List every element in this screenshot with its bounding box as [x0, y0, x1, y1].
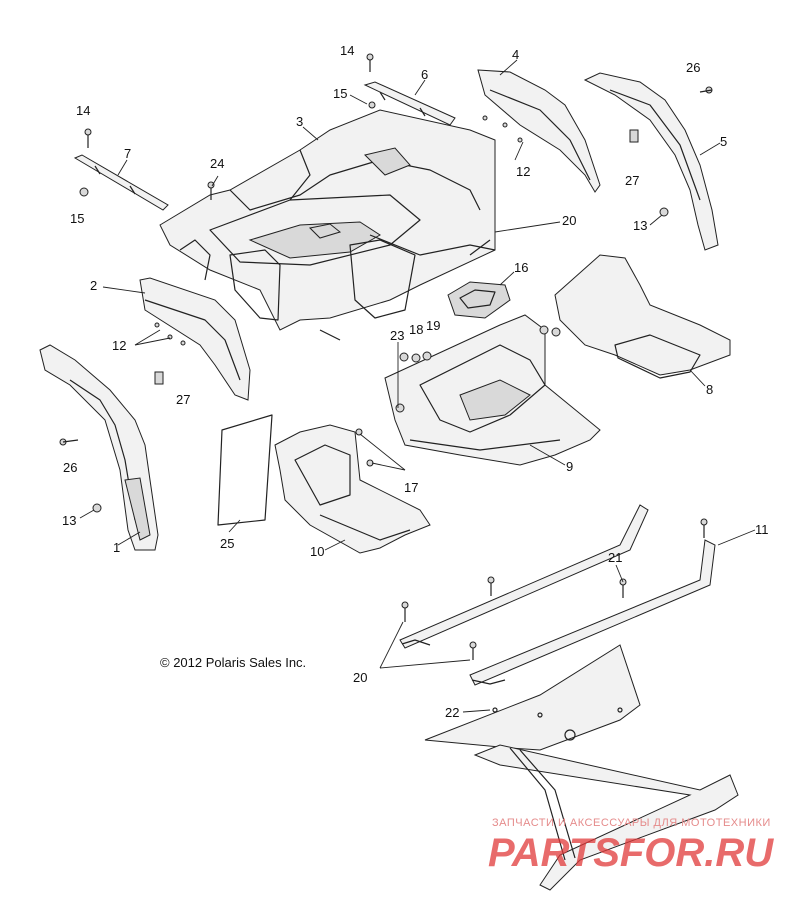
- callout-15-left: 15: [70, 211, 84, 226]
- part-2-left-side-panel: [139, 277, 251, 401]
- part-1-left-fender: [39, 344, 159, 551]
- part-25-pad: [217, 414, 273, 526]
- frame-support: [473, 744, 739, 891]
- callout-labels: 1 2 3 4 5 6 7 8 9 10 11 12 12 13 13 14 1…: [62, 43, 769, 720]
- callout-25: 25: [220, 536, 234, 551]
- callout-6: 6: [421, 67, 428, 82]
- part-9-floor-tray: [384, 314, 601, 466]
- part-10-left-under-panel: [274, 424, 431, 554]
- part-3-cargo-box: [159, 109, 496, 341]
- callout-18: 18: [409, 322, 423, 337]
- callout-10: 10: [310, 544, 324, 559]
- callout-27-left: 27: [176, 392, 190, 407]
- callout-13-right: 13: [633, 218, 647, 233]
- copyright-notice: © 2012 Polaris Sales Inc.: [160, 655, 306, 670]
- callout-15-top: 15: [333, 86, 347, 101]
- part-5-right-fender: [583, 72, 719, 251]
- callout-4: 4: [512, 47, 519, 62]
- callout-12-right: 12: [516, 164, 530, 179]
- part-8-right-under-panel: [554, 254, 731, 379]
- callout-8: 8: [706, 382, 713, 397]
- callout-27-right: 27: [625, 173, 639, 188]
- callout-17: 17: [404, 480, 418, 495]
- callout-23: 23: [390, 328, 404, 343]
- part-11-rail-right: [469, 539, 716, 686]
- watermark-tagline: ЗАПЧАСТИ И АКСЕССУАРЫ ДЛЯ МОТОТЕХНИКИ: [492, 817, 771, 829]
- leader-lines: [79, 59, 756, 713]
- callout-13-left: 13: [62, 513, 76, 528]
- part-4-right-side-panel: [477, 69, 601, 193]
- callout-12-left: 12: [112, 338, 126, 353]
- watermark-brand: PARTSFOR.RU: [488, 831, 774, 875]
- callout-14-left: 14: [76, 103, 90, 118]
- callout-9: 9: [566, 459, 573, 474]
- part-6-rail: [363, 81, 456, 126]
- callout-21: 21: [608, 550, 622, 565]
- callout-5: 5: [720, 134, 727, 149]
- callout-11: 11: [755, 522, 769, 537]
- callout-14-top: 14: [340, 43, 354, 58]
- callout-1: 1: [113, 540, 120, 555]
- callout-22: 22: [445, 705, 459, 720]
- callout-7: 7: [124, 146, 131, 161]
- part-rail-left: [399, 504, 649, 649]
- callout-16: 16: [514, 260, 528, 275]
- part-7-rail: [73, 154, 169, 211]
- watermark: ЗАПЧАСТИ И АКСЕССУАРЫ ДЛЯ МОТОТЕХНИКИ PA…: [488, 817, 774, 875]
- callout-26-right: 26: [686, 60, 700, 75]
- callout-2: 2: [90, 278, 97, 293]
- part-16-cover: [447, 281, 511, 319]
- callout-24: 24: [210, 156, 224, 171]
- callout-20-top: 20: [562, 213, 576, 228]
- callout-26-left: 26: [63, 460, 77, 475]
- callout-20-bottom: 20: [353, 670, 367, 685]
- callout-3: 3: [296, 114, 303, 129]
- callout-19: 19: [426, 318, 440, 333]
